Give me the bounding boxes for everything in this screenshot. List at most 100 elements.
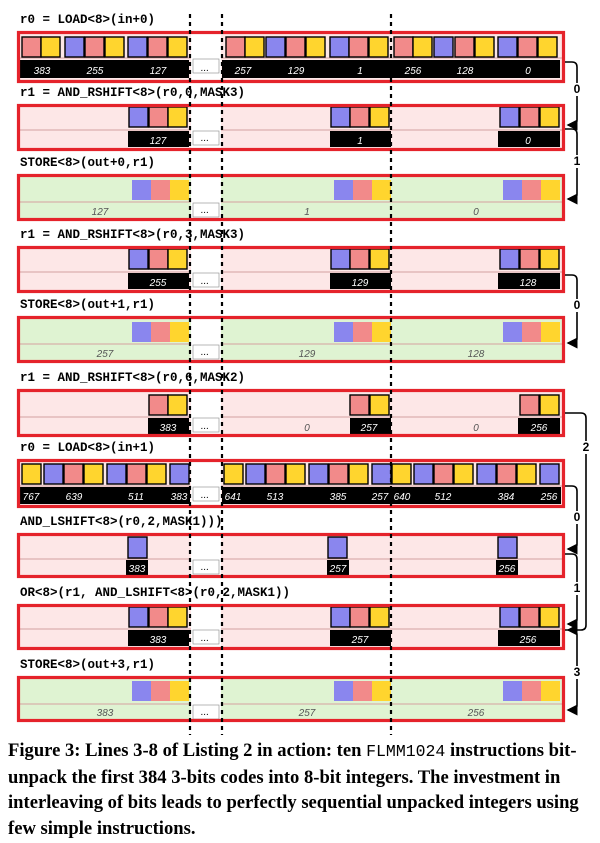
register-frame bbox=[16, 245, 566, 294]
value-label: 129 bbox=[299, 349, 316, 360]
bit-square bbox=[21, 36, 42, 58]
ellipsis-label: ... bbox=[201, 276, 209, 287]
bit-square bbox=[369, 106, 390, 128]
caption-code: FLMM1024 bbox=[366, 742, 446, 761]
value-bar bbox=[498, 131, 560, 147]
ellipsis-label: ... bbox=[201, 347, 209, 358]
bit-square bbox=[167, 106, 188, 128]
bit-square bbox=[433, 463, 454, 485]
bit-square bbox=[371, 463, 392, 485]
value-bar bbox=[126, 560, 148, 575]
ellipsis-box bbox=[192, 130, 220, 146]
bit-square bbox=[330, 606, 351, 628]
bit-square bbox=[541, 180, 560, 200]
value-label: 767 bbox=[23, 492, 40, 503]
bit-square bbox=[148, 106, 169, 128]
ellipsis-box bbox=[192, 58, 220, 74]
bit-square bbox=[519, 248, 540, 270]
value-label: 385 bbox=[330, 492, 347, 503]
bit-square bbox=[170, 322, 189, 342]
bit-square bbox=[349, 106, 370, 128]
value-label: 127 bbox=[150, 66, 167, 77]
bit-square bbox=[104, 36, 125, 58]
bit-square bbox=[372, 322, 391, 342]
instruction-label: AND_LSHIFT<8>(r0,2,MASK1))) bbox=[20, 515, 223, 529]
ellipsis-label: ... bbox=[201, 562, 209, 573]
value-label: 255 bbox=[86, 66, 104, 77]
register-body bbox=[20, 107, 562, 148]
bit-square bbox=[539, 106, 560, 128]
register-body bbox=[20, 679, 562, 719]
ellipsis-label: ... bbox=[201, 421, 209, 432]
value-label: 0 bbox=[473, 423, 479, 434]
value-bar bbox=[128, 131, 189, 147]
value-label: 383 bbox=[129, 564, 146, 575]
ellipsis-label: ... bbox=[201, 707, 209, 718]
value-label: 256 bbox=[467, 708, 485, 719]
ellipsis-label: ... bbox=[201, 205, 209, 216]
caption-suffix: instructions bit-unpack the first 384 3-… bbox=[8, 740, 579, 839]
value-label: 511 bbox=[128, 492, 144, 503]
value-label: 127 bbox=[92, 207, 109, 218]
value-bar bbox=[168, 487, 190, 504]
bit-square bbox=[433, 36, 454, 58]
bit-square bbox=[349, 606, 370, 628]
ellipsis-box bbox=[192, 344, 220, 360]
value-bar bbox=[330, 273, 391, 289]
value-label: 257 bbox=[96, 349, 114, 360]
value-label: 257 bbox=[351, 635, 369, 646]
bit-square bbox=[151, 180, 170, 200]
bit-square bbox=[368, 36, 389, 58]
arrow-label: 1 bbox=[574, 154, 581, 168]
bit-square bbox=[167, 248, 188, 270]
bit-square bbox=[148, 248, 169, 270]
bit-square bbox=[348, 36, 369, 58]
bit-square bbox=[391, 463, 412, 485]
bit-square bbox=[369, 606, 390, 628]
bit-square bbox=[21, 463, 42, 485]
instruction-label: STORE<8>(out+0,r1) bbox=[20, 156, 155, 170]
bit-square bbox=[541, 681, 560, 701]
register-frame bbox=[16, 103, 566, 152]
bit-square bbox=[539, 463, 560, 485]
bit-square bbox=[334, 681, 353, 701]
value-label: 383 bbox=[150, 635, 167, 646]
register-frame bbox=[16, 173, 566, 222]
value-label: 1 bbox=[357, 66, 363, 77]
bit-square bbox=[499, 606, 520, 628]
register-body bbox=[20, 392, 562, 434]
value-bar bbox=[392, 60, 434, 78]
arrow-label-bg bbox=[580, 441, 592, 454]
arrow-label-bg bbox=[571, 511, 583, 524]
bit-square bbox=[497, 36, 518, 58]
value-label: 383 bbox=[171, 492, 188, 503]
value-label: 257 bbox=[329, 564, 347, 575]
arrow-label-bg bbox=[571, 83, 583, 96]
register-frame bbox=[16, 675, 566, 723]
value-bar bbox=[350, 418, 391, 434]
bit-square bbox=[369, 394, 390, 416]
bit-square bbox=[308, 463, 329, 485]
bit-square bbox=[541, 322, 560, 342]
value-label: 256 bbox=[498, 564, 516, 575]
bit-square bbox=[372, 681, 391, 701]
value-label: 0 bbox=[525, 136, 531, 147]
register-body bbox=[20, 319, 562, 360]
value-bar bbox=[222, 60, 264, 78]
bit-square bbox=[497, 536, 518, 559]
bit-square bbox=[519, 106, 540, 128]
value-bar bbox=[20, 60, 63, 78]
value-bar bbox=[498, 630, 560, 646]
bit-square bbox=[349, 248, 370, 270]
arrow-label-bg bbox=[571, 155, 583, 168]
arrow-label-bg bbox=[571, 582, 583, 595]
bit-square bbox=[353, 180, 372, 200]
bit-square bbox=[393, 36, 414, 58]
register-frame bbox=[16, 603, 566, 651]
bit-square bbox=[334, 322, 353, 342]
ellipsis-label: ... bbox=[201, 63, 209, 74]
value-label: 512 bbox=[435, 492, 452, 503]
bit-square bbox=[499, 106, 520, 128]
